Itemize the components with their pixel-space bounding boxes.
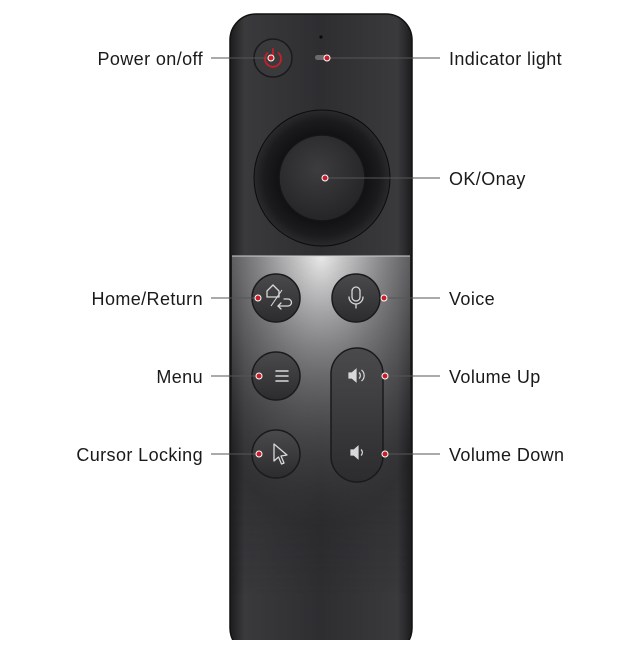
speaker-volume-up-icon	[348, 368, 365, 383]
label-voice: Voice	[449, 289, 496, 309]
cursor-arrow-icon	[273, 443, 288, 465]
speaker-volume-down-icon	[350, 445, 363, 460]
label-ok: OK/Onay	[449, 169, 526, 189]
volume-rocker[interactable]	[330, 347, 384, 483]
voice-button[interactable]	[331, 273, 381, 323]
menu-icon	[275, 370, 289, 382]
top-microphone-hole	[319, 35, 323, 39]
label-volume-up: Volume Up	[449, 367, 541, 387]
label-power: Power on/off	[97, 49, 203, 69]
label-cursor-locking: Cursor Locking	[76, 445, 203, 465]
home-return-button[interactable]	[251, 273, 301, 323]
label-menu: Menu	[156, 367, 203, 387]
callout-lines	[211, 57, 440, 455]
mic-icon	[348, 286, 364, 309]
callout-dots	[254, 54, 389, 458]
label-home-return: Home/Return	[91, 289, 203, 309]
label-volume-down: Volume Down	[449, 445, 565, 465]
label-indicator-light: Indicator light	[449, 49, 563, 69]
return-icon	[277, 298, 293, 310]
